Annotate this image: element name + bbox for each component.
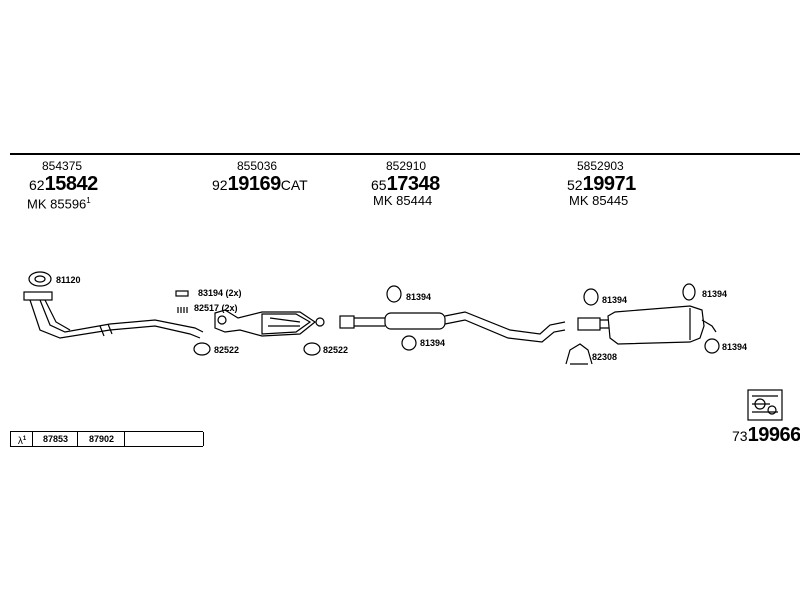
label-81394-e: 81394 bbox=[722, 342, 748, 352]
label-82308: 82308 bbox=[592, 352, 618, 362]
mk-sup-1: 1 bbox=[86, 196, 91, 205]
mk-prefix-4: MK bbox=[569, 193, 589, 208]
mk-number-4: MK 85445 bbox=[569, 194, 628, 207]
mk-main-1: 85596 bbox=[50, 196, 87, 212]
label-82522-b: 82522 bbox=[323, 345, 349, 355]
rubber-mount-icon bbox=[386, 283, 720, 354]
part-main-2: 19169 bbox=[227, 173, 282, 195]
front-pipe bbox=[23, 291, 204, 339]
label-81394-b: 81394 bbox=[420, 338, 446, 348]
ref-number-4: 5852903 bbox=[577, 159, 624, 173]
clamp-icon bbox=[175, 290, 189, 313]
label-81394-a: 81394 bbox=[406, 292, 432, 302]
part-main-3: 17348 bbox=[386, 173, 441, 195]
part-main-4: 19971 bbox=[582, 173, 637, 195]
mk-number-1: MK 855961 bbox=[27, 194, 91, 210]
part-prefix-4: 52 bbox=[567, 177, 583, 193]
table-cell-1: 87853 bbox=[32, 432, 78, 446]
mk-main-4: 85445 bbox=[592, 193, 629, 208]
table-cell-2: 87902 bbox=[77, 432, 125, 446]
label-82522-a: 82522 bbox=[214, 345, 240, 355]
lambda-sup: 1 bbox=[22, 436, 27, 442]
header-rule bbox=[10, 153, 800, 155]
parts-box-icon bbox=[747, 389, 783, 421]
part-main-1: 15842 bbox=[44, 173, 99, 195]
part-number-4: 5219971 bbox=[567, 174, 636, 195]
part-number-1: 6215842 bbox=[29, 174, 98, 195]
label-82517: 82517 (2x) bbox=[194, 303, 238, 313]
ref-number-3: 852910 bbox=[386, 159, 427, 173]
gasket-icon bbox=[28, 271, 52, 287]
part-prefix-1: 62 bbox=[29, 177, 45, 193]
catalytic-converter bbox=[214, 309, 325, 337]
ref-number-2: 855036 bbox=[237, 159, 278, 173]
ref-number-1: 854375 bbox=[42, 159, 83, 173]
mk-prefix-1: MK bbox=[27, 196, 47, 212]
footer-main: 19966 bbox=[747, 424, 800, 446]
part-number-2: 9219169CAT bbox=[212, 174, 308, 195]
footer-prefix: 73 bbox=[732, 428, 748, 444]
label-81394-d: 81394 bbox=[702, 289, 728, 299]
label-83194: 83194 (2x) bbox=[198, 288, 242, 298]
part-prefix-2: 92 bbox=[212, 177, 228, 193]
mk-main-3: 85444 bbox=[396, 193, 433, 208]
label-81394-c: 81394 bbox=[602, 295, 628, 305]
table-cell-3 bbox=[124, 432, 204, 446]
footer-part-number: 7319966 bbox=[732, 425, 800, 446]
mk-prefix-3: MK bbox=[373, 193, 393, 208]
part-suffix-2: CAT bbox=[280, 177, 308, 193]
lambda-sensor-icon: λ1 bbox=[10, 432, 33, 447]
label-81120: 81120 bbox=[56, 275, 81, 285]
rear-silencer bbox=[577, 305, 717, 345]
middle-pipe bbox=[339, 311, 566, 343]
mk-number-3: MK 85444 bbox=[373, 194, 432, 207]
sensor-table: λ1 87853 87902 bbox=[10, 431, 204, 447]
rubber-mount-icon bbox=[193, 342, 321, 356]
clamp-icon bbox=[565, 343, 593, 365]
part-number-3: 6517348 bbox=[371, 174, 440, 195]
lambda-symbol: λ bbox=[17, 436, 23, 447]
part-prefix-3: 65 bbox=[371, 177, 387, 193]
